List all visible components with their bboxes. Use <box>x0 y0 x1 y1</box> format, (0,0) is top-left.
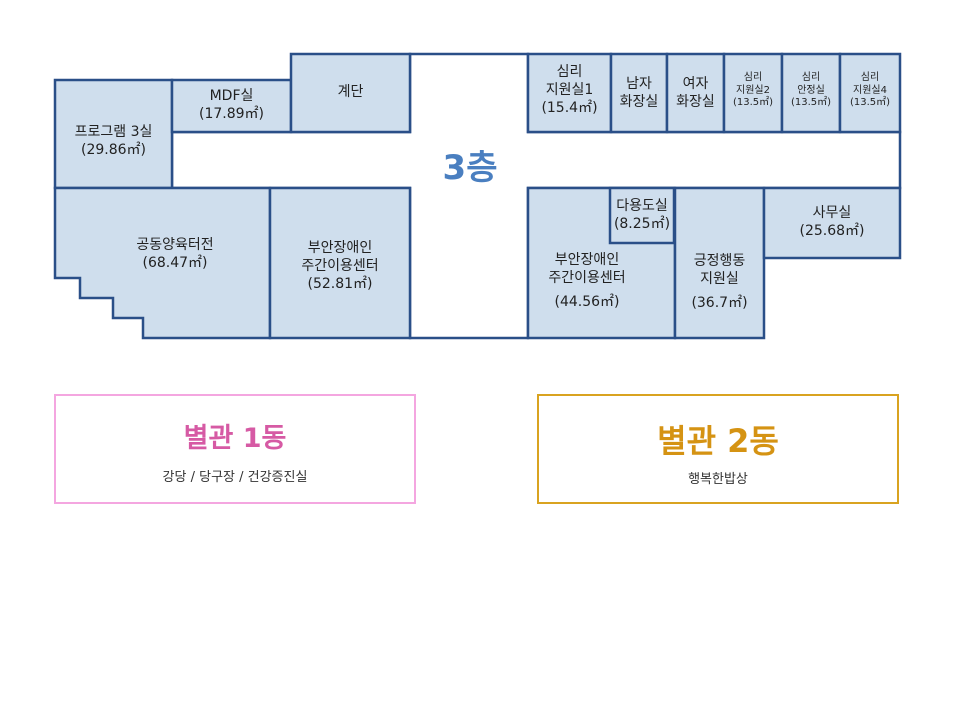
room-area: (8.25㎡) <box>613 215 671 232</box>
label-psych2: 심리 지원실2 (13.5㎡) <box>724 72 782 110</box>
room-name: 다용도실 <box>616 198 668 214</box>
label-psych4: 심리 지원실4 (13.5㎡) <box>840 72 900 110</box>
room-name-line1: 심리 <box>860 72 880 83</box>
room-name-line2: 안정실 <box>797 84 825 96</box>
annex2-title: 별관 2동 <box>657 422 779 460</box>
room-name: 계단 <box>337 84 364 100</box>
room-name-line1: 심리 <box>743 72 763 83</box>
label-program3: 프로그램 3실 (29.86㎡) <box>55 124 172 160</box>
room-name-line1: 여자 <box>682 76 709 92</box>
label-stairs: 계단 <box>291 84 410 102</box>
floor-title: 3층 <box>442 148 498 188</box>
room-name-line1: 심리 <box>801 72 821 83</box>
label-psych-stable: 심리 안정실 (13.5㎡) <box>782 72 840 110</box>
room-daycare-right <box>526 186 677 340</box>
room-area: (25.68㎡) <box>799 222 865 239</box>
room-name-line2: 주간이용센터 <box>548 269 626 286</box>
annex2-box: 별관 2동 행복한밥상 <box>537 394 899 504</box>
annex2-subtitle: 행복한밥상 <box>688 472 748 487</box>
room-name-line2: 지원실2 <box>736 84 770 96</box>
annex1-box: 별관 1동 강당 / 당구장 / 건강증진실 <box>54 394 416 504</box>
room-psych4 <box>838 52 902 134</box>
room-name-line2: 지원실4 <box>853 84 887 96</box>
room-name: 프로그램 3실 <box>74 124 153 140</box>
room-area: (36.7㎡) <box>691 294 748 311</box>
annex1-subtitle: 강당 / 당구장 / 건강증진실 <box>162 470 308 485</box>
room-mdf <box>170 78 293 134</box>
room-area: (68.47㎡) <box>142 254 208 271</box>
label-mdf: MDF실 (17.89㎡) <box>172 88 291 124</box>
room-name-line1: 부안장애인 <box>307 240 373 256</box>
room-name: 공동양육터전 <box>136 237 214 253</box>
room-name-line1: 남자 <box>626 76 652 92</box>
annex1-title: 별관 1동 <box>183 423 287 454</box>
room-area: (29.86㎡) <box>80 141 146 158</box>
room-name-line2: 지원실 <box>700 270 739 287</box>
room-name: MDF실 <box>209 88 254 104</box>
room-multipurpose <box>608 186 676 245</box>
room-office <box>762 186 902 260</box>
label-psych1: 심리 지원실1 (15.4㎡) <box>528 64 611 118</box>
room-name-line1: 부안장애인 <box>554 252 620 268</box>
label-positive: 긍정행동 지원실 (36.7㎡) <box>675 253 764 313</box>
room-area: (13.5㎡) <box>790 97 832 108</box>
room-area: (15.4㎡) <box>541 99 598 116</box>
label-childcare: 공동양육터전 (68.47㎡) <box>80 237 270 273</box>
label-men-toilet: 남자 화장실 <box>611 76 667 112</box>
room-area: (52.81㎡) <box>307 275 373 292</box>
room-area: (44.56㎡) <box>554 293 620 310</box>
room-area: (17.89㎡) <box>198 105 264 122</box>
room-name: 사무실 <box>812 205 852 221</box>
room-area: (13.5㎡) <box>732 97 774 108</box>
label-daycare-left: 부안장애인 주간이용센터 (52.81㎡) <box>270 240 410 294</box>
room-stairs <box>289 52 412 134</box>
room-daycare-left <box>268 186 412 340</box>
label-multipurpose: 다용도실 (8.25㎡) <box>610 198 674 234</box>
label-office: 사무실 (25.68㎡) <box>764 205 900 241</box>
label-women-toilet: 여자 화장실 <box>667 76 724 112</box>
room-name-line2: 화장실 <box>676 93 715 110</box>
label-daycare-right: 부안장애인 주간이용센터 (44.56㎡) <box>528 252 646 312</box>
room-name-line2: 지원실1 <box>545 81 594 98</box>
room-name-line1: 심리 <box>556 64 583 80</box>
room-name-line2: 주간이용센터 <box>301 257 379 274</box>
room-name-line2: 화장실 <box>619 93 659 110</box>
room-area: (13.5㎡) <box>849 97 891 108</box>
room-name-line1: 긍정행동 <box>693 253 746 269</box>
room-positive <box>673 186 766 340</box>
